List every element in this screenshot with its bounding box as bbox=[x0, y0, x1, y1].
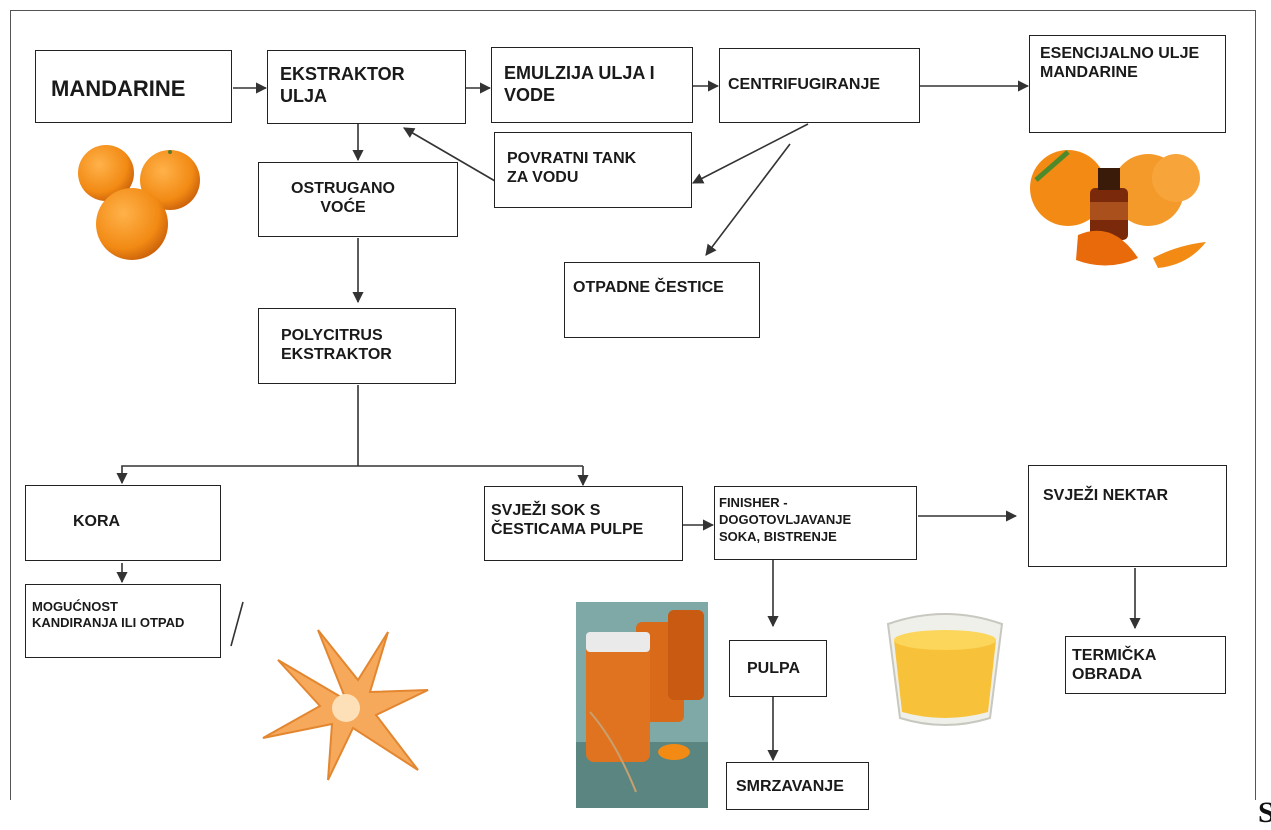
centrifugiranje-box: CENTRIFUGIRANJE bbox=[719, 48, 920, 123]
kora-box: KORA bbox=[25, 485, 221, 561]
termicka-label: TERMIČKA OBRADA bbox=[1072, 647, 1157, 684]
centrifugiranje-label: CENTRIFUGIRANJE bbox=[728, 76, 881, 93]
arrow-centri-otpadne bbox=[705, 143, 791, 256]
smrzavanje-box: SMRZAVANJE bbox=[726, 762, 869, 810]
polycitrus-box: POLYCITRUS EKSTRAKTOR bbox=[258, 308, 456, 384]
pulpa-box: PULPA bbox=[729, 640, 827, 697]
termicka-box: TERMIČKA OBRADA bbox=[1065, 636, 1226, 694]
mogucnost-box: MOGUĆNOST KANDIRANJA ILI OTPAD bbox=[25, 584, 221, 658]
finisher-label: FINISHER - DOGOTOVLJAVANJE SOKA, BISTREN… bbox=[719, 495, 852, 544]
ostrugano-voce-box: OSTRUGANO VOĆE bbox=[258, 162, 458, 237]
arrow-centri-tank bbox=[692, 123, 809, 184]
ostrugano-voce-label: OSTRUGANO VOĆE bbox=[291, 180, 395, 217]
svjezi-nektar-box: SVJEŽI NEKTAR bbox=[1028, 465, 1227, 567]
kora-label: KORA bbox=[73, 513, 121, 530]
mandarine-box: MANDARINE bbox=[35, 50, 232, 123]
juice-glass-image bbox=[886, 613, 1004, 726]
esencijalno-ulje-label: ESENCIJALNO ULJE MANDARINE bbox=[1040, 45, 1200, 82]
povratni-tank-label: POVRATNI TANK ZA VODU bbox=[507, 150, 637, 187]
corner-letter: S bbox=[1258, 796, 1271, 829]
emulzija-label: EMULZIJA ULJA I VODE bbox=[504, 63, 655, 105]
pulpa-label: PULPA bbox=[747, 660, 801, 677]
dried-peel-image bbox=[262, 629, 429, 781]
arrow-tank-ekstraktor bbox=[403, 127, 496, 182]
slash-mark bbox=[230, 601, 244, 647]
arrow-split-kora bbox=[116, 465, 583, 485]
mandarine-label: MANDARINE bbox=[51, 76, 186, 101]
esencijalno-ulje-box: ESENCIJALNO ULJE MANDARINE bbox=[1029, 35, 1226, 133]
ekstraktor-ulja-box: EKSTRAKTOR ULJA bbox=[267, 50, 466, 124]
ekstraktor-ulja-label: EKSTRAKTOR ULJA bbox=[280, 64, 405, 106]
otpadne-cestice-label: OTPADNE ČESTICE bbox=[573, 279, 724, 296]
mogucnost-label: MOGUĆNOST KANDIRANJA ILI OTPAD bbox=[32, 599, 185, 630]
otpadne-cestice-box: OTPADNE ČESTICE bbox=[564, 262, 760, 338]
smrzavanje-label: SMRZAVANJE bbox=[736, 778, 844, 795]
svjezi-sok-box: SVJEŽI SOK S ČESTICAMA PULPE bbox=[484, 486, 683, 561]
svjezi-nektar-label: SVJEŽI NEKTAR bbox=[1043, 487, 1169, 504]
diagram-frame bbox=[10, 10, 1256, 800]
emulzija-box: EMULZIJA ULJA I VODE bbox=[491, 47, 693, 123]
povratni-tank-box: POVRATNI TANK ZA VODU bbox=[494, 132, 692, 208]
essential-oil-bottle-image bbox=[1030, 150, 1206, 268]
polycitrus-label: POLYCITRUS EKSTRAKTOR bbox=[281, 327, 392, 364]
finisher-box: FINISHER - DOGOTOVLJAVANJE SOKA, BISTREN… bbox=[714, 486, 917, 560]
mandarin-fruits-image bbox=[78, 145, 200, 260]
svjezi-sok-label: SVJEŽI SOK S ČESTICAMA PULPE bbox=[491, 502, 644, 539]
jam-jars-image bbox=[576, 602, 708, 808]
